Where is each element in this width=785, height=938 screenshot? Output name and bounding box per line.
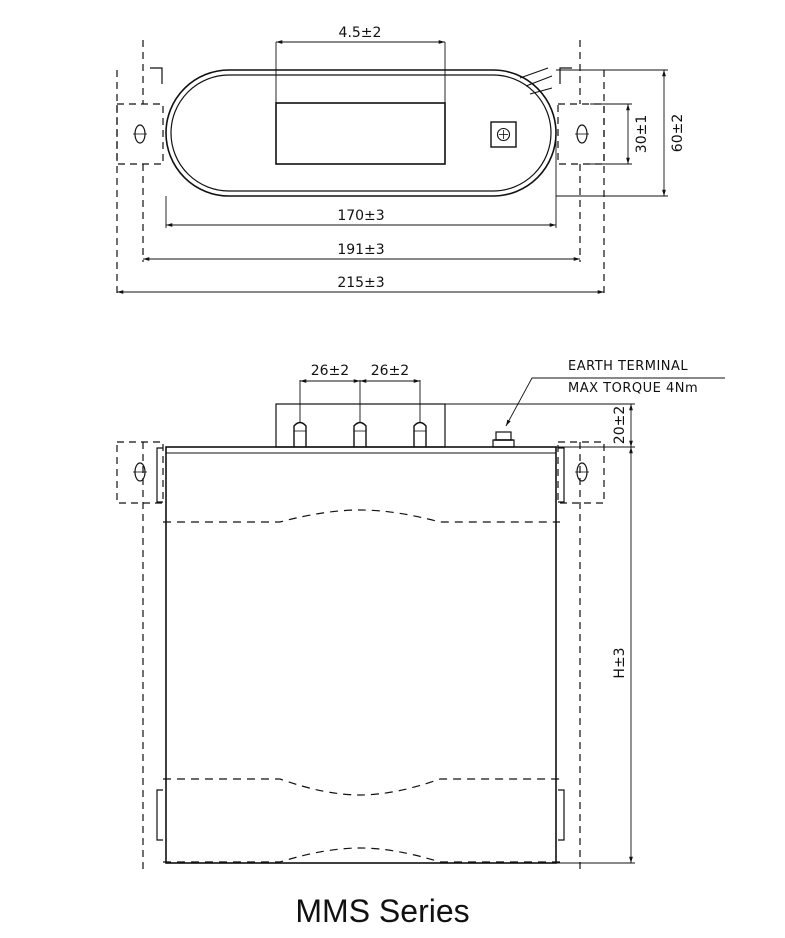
drawing-caption: MMS Series bbox=[295, 893, 470, 929]
dim-label-terminal-height: 20±2 bbox=[612, 406, 628, 444]
label-window bbox=[275, 102, 446, 165]
terminal-3 bbox=[413, 421, 427, 447]
dim-label-display-width: 4.5±2 bbox=[339, 25, 382, 41]
dim-label-170: 170±3 bbox=[337, 208, 384, 224]
mounting-bracket-upper-right bbox=[557, 441, 605, 504]
mounting-bracket-upper-left bbox=[116, 441, 164, 504]
terminal-cover bbox=[275, 403, 446, 448]
dim-label-215: 215±3 bbox=[337, 275, 384, 291]
terminal-2 bbox=[353, 421, 367, 447]
earth-terminal-label: EARTH TERMINAL bbox=[568, 359, 688, 374]
terminal-1 bbox=[293, 421, 307, 447]
dim-label-60: 60±2 bbox=[670, 114, 686, 152]
mounting-hole-upper-left bbox=[133, 462, 147, 482]
capacitor-body-inner bbox=[170, 74, 552, 192]
earth-screw bbox=[490, 121, 517, 148]
top-view-labels: 4.5±2 170±3 191±3 215±3 30±1 60±2 bbox=[337, 25, 686, 291]
earth-terminal-leader bbox=[505, 377, 725, 427]
mounting-hole-right bbox=[575, 124, 589, 144]
dim-label-30: 30±1 bbox=[634, 115, 650, 153]
dim-label-191: 191±3 bbox=[337, 242, 384, 258]
mounting-hole-upper-right bbox=[575, 462, 589, 482]
earth-terminal-stud bbox=[492, 431, 515, 448]
dim-label-pitch-left: 26±2 bbox=[311, 363, 349, 379]
capacitor-body-outline bbox=[165, 69, 557, 197]
bracket-flange-right bbox=[559, 67, 572, 84]
mounting-hole-left bbox=[133, 124, 147, 144]
top-view bbox=[116, 40, 668, 295]
bracket-clip-upper-right bbox=[558, 447, 565, 503]
clamp-band-upper bbox=[163, 509, 560, 523]
bracket-flange-left bbox=[150, 67, 163, 84]
dim-label-pitch-right: 26±2 bbox=[371, 363, 409, 379]
capacitor-can bbox=[165, 446, 557, 864]
front-view bbox=[116, 377, 725, 870]
wire-leads bbox=[519, 67, 553, 95]
bracket-clip-upper-left bbox=[156, 447, 163, 503]
earth-torque-label: MAX TORQUE 4Nm bbox=[568, 381, 698, 396]
mounting-bracket-left bbox=[116, 40, 164, 262]
bracket-clip-lower-left bbox=[156, 789, 163, 841]
bracket-clip-lower-right bbox=[558, 789, 565, 841]
clamp-band-lower bbox=[163, 778, 560, 863]
mounting-bracket-right bbox=[557, 40, 605, 262]
dim-label-height: H±3 bbox=[612, 647, 628, 678]
front-view-labels: 26±2 26±2 20±2 H±3 EARTH TERMINAL MAX TO… bbox=[311, 359, 698, 679]
